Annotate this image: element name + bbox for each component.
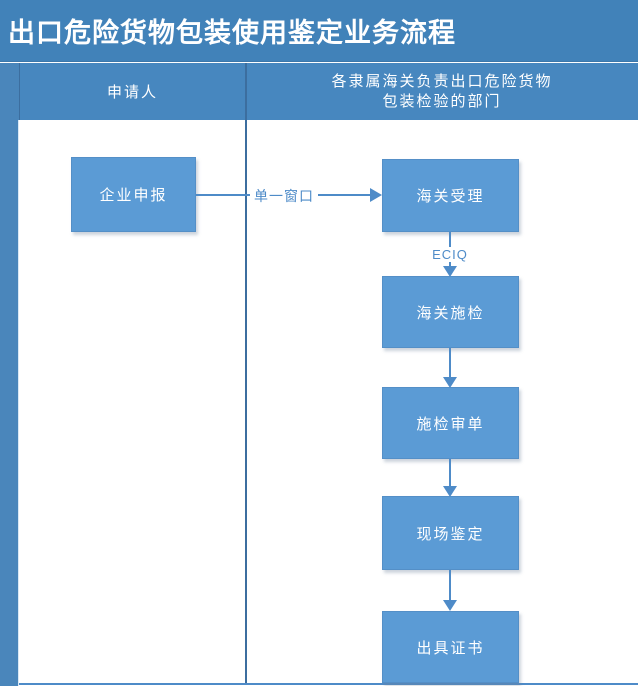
flow-box-onsite-appraisal-label: 现场鉴定 [416, 525, 485, 543]
flow-box-enterprise-declaration-label: 企业申报 [99, 187, 168, 204]
lane-header-row: 申请人 各隶属海关负责出口危险货物 包装检验的部门 [0, 63, 638, 120]
connector-vertical-line [449, 570, 451, 601]
flow-box-customs-inspection-label: 海关施检 [416, 304, 485, 322]
lane-header-customs: 各隶属海关负责出口危险货物 包装检验的部门 [245, 63, 638, 120]
flow-box-customs-acceptance: 海关受理 [382, 159, 519, 232]
flow-box-issue-certificate: 出具证书 [382, 611, 519, 683]
arrow-down-icon [443, 377, 457, 388]
lane-title-strip-header [0, 63, 19, 120]
flow-box-enterprise-declaration: 企业申报 [71, 157, 196, 232]
arrow-down-icon [443, 600, 457, 611]
arrow-down-icon [443, 486, 457, 497]
lane-title-strip-body [0, 120, 19, 686]
connector-label-single-window: 单一窗口 [250, 186, 318, 206]
title-banner: 出口危险货物包装使用鉴定业务流程 [0, 0, 638, 62]
lane-divider-line [245, 63, 247, 683]
lane-header-customs-line2: 包装检验的部门 [382, 92, 502, 110]
connector-vertical-line [449, 459, 451, 487]
lane-header-applicant: 申请人 [19, 63, 245, 120]
lane-header-customs-line1: 各隶属海关负责出口危险货物 [331, 72, 553, 90]
flow-box-inspection-doc-review-label: 施检审单 [416, 415, 485, 433]
arrow-down-icon [443, 266, 457, 277]
flow-box-inspection-doc-review: 施检审单 [382, 387, 519, 459]
connector-label-eciq: ECIQ [428, 247, 472, 262]
flow-box-customs-acceptance-label: 海关受理 [416, 188, 485, 205]
connector-vertical-line [449, 348, 451, 378]
flow-box-onsite-appraisal: 现场鉴定 [382, 496, 519, 570]
flow-box-issue-certificate-label: 出具证书 [416, 639, 485, 657]
lane-header-applicant-label: 申请人 [106, 84, 158, 101]
swimlane-bottom-border [19, 683, 638, 685]
page-title: 出口危险货物包装使用鉴定业务流程 [8, 18, 456, 48]
flow-box-customs-inspection: 海关施检 [382, 276, 519, 348]
arrow-right-icon [370, 188, 382, 202]
